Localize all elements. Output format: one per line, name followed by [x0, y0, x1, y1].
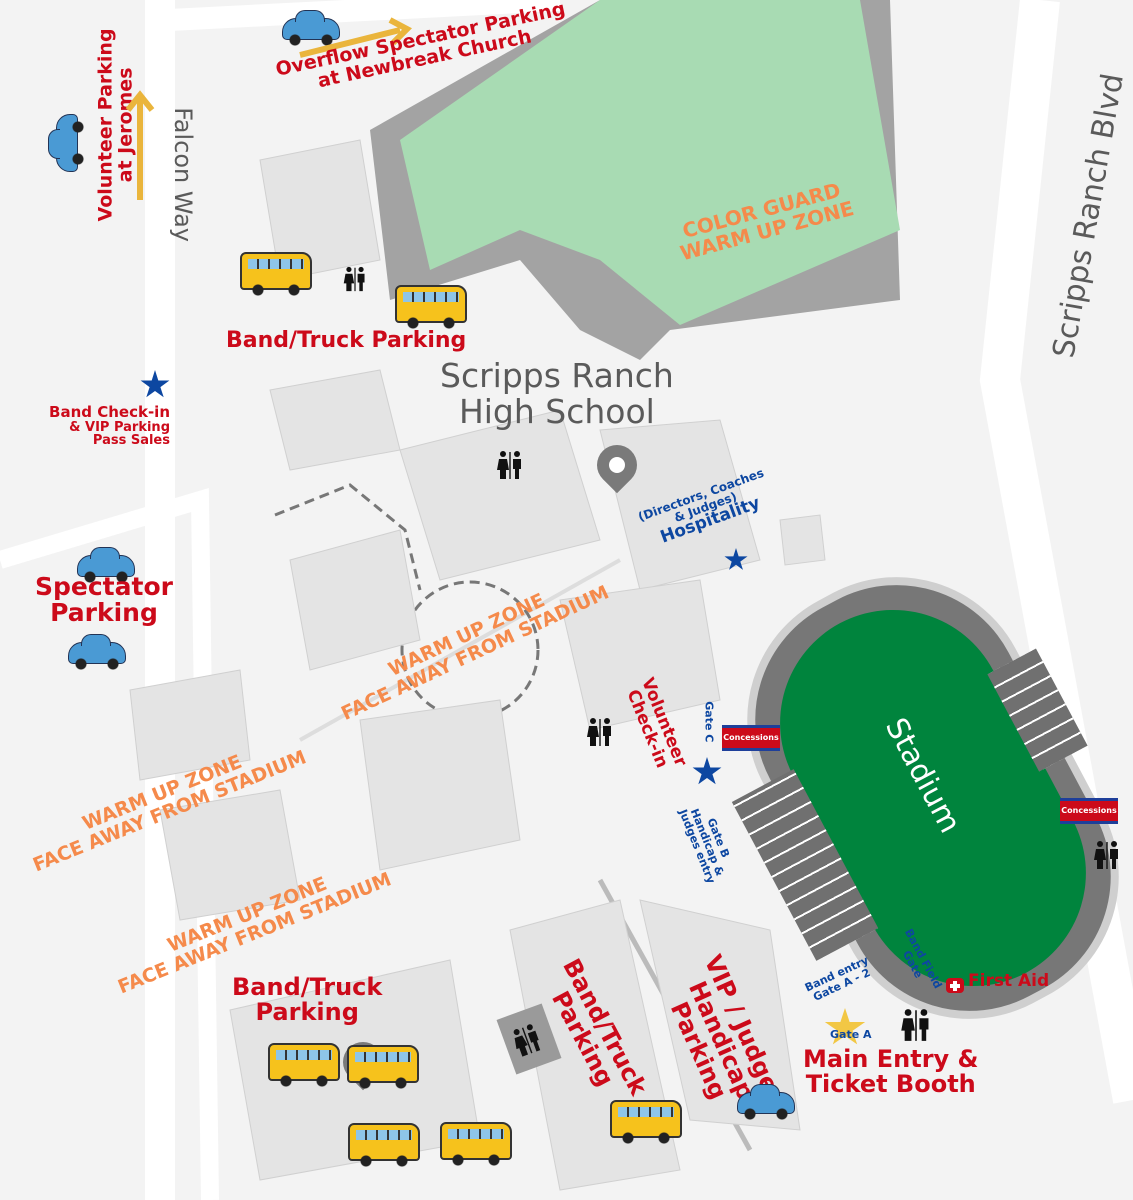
car-icon [56, 114, 78, 172]
band-checkin-line2: & VIP Parking [69, 419, 170, 435]
volunteer-parking-line1: Volunteer Parking [94, 28, 117, 222]
restroom-icon [342, 266, 368, 292]
first-aid-icon [946, 978, 964, 993]
bus-icon [440, 1122, 512, 1166]
bus-icon [610, 1100, 682, 1144]
car-icon [68, 634, 126, 670]
school-line2: High School [458, 392, 655, 432]
concessions-stand: Concessions [1060, 798, 1118, 824]
spectator-line1: Spectator [35, 572, 173, 601]
main-entry-line1: Main Entry & [803, 1045, 979, 1073]
concessions-stand: Concessions [722, 725, 780, 751]
car-icon [282, 10, 340, 46]
spectator-parking-label: Spectator Parking [35, 572, 173, 628]
car-icon [77, 547, 135, 583]
school-line1: Scripps Ranch [440, 356, 674, 395]
main-entry-label: Main Entry & Ticket Booth [803, 1045, 979, 1099]
band-truck-line1: Band/Truck [232, 973, 383, 1001]
restroom-icon [585, 717, 615, 747]
band-truck-parking-bottom-left-label: Band/Truck Parking [232, 973, 383, 1027]
arrow-up-icon [125, 90, 155, 200]
car-icon [737, 1084, 795, 1120]
band-checkin-line3: Pass Sales [92, 433, 170, 449]
bus-icon [395, 285, 467, 329]
color-guard-area [400, 0, 900, 325]
band-truck-line2: Parking [255, 998, 359, 1027]
restroom-icon [898, 1008, 934, 1042]
restroom-icon [1092, 840, 1122, 870]
band-checkin-line1: Band Check-in [49, 403, 170, 421]
main-entry-line2: Ticket Booth [805, 1070, 976, 1099]
restroom-icon [495, 450, 525, 480]
school-label: Scripps Ranch High School [440, 356, 674, 432]
spectator-line2: Parking [50, 598, 158, 628]
falcon-way-label: Falcon Way [169, 107, 197, 242]
arrow-right-icon [299, 17, 412, 58]
bus-icon [240, 252, 312, 296]
bus-icon [348, 1123, 420, 1167]
bus-icon [268, 1043, 340, 1087]
gate-c-label: Gate C [702, 701, 716, 743]
gate-a-label: Gate A [830, 1028, 872, 1041]
bus-icon [347, 1045, 419, 1089]
band-truck-parking-top-label: Band/Truck Parking [226, 328, 467, 353]
first-aid-label: First Aid [968, 971, 1050, 991]
band-checkin-label: Band Check-in & VIP Parking Pass Sales [30, 403, 170, 449]
